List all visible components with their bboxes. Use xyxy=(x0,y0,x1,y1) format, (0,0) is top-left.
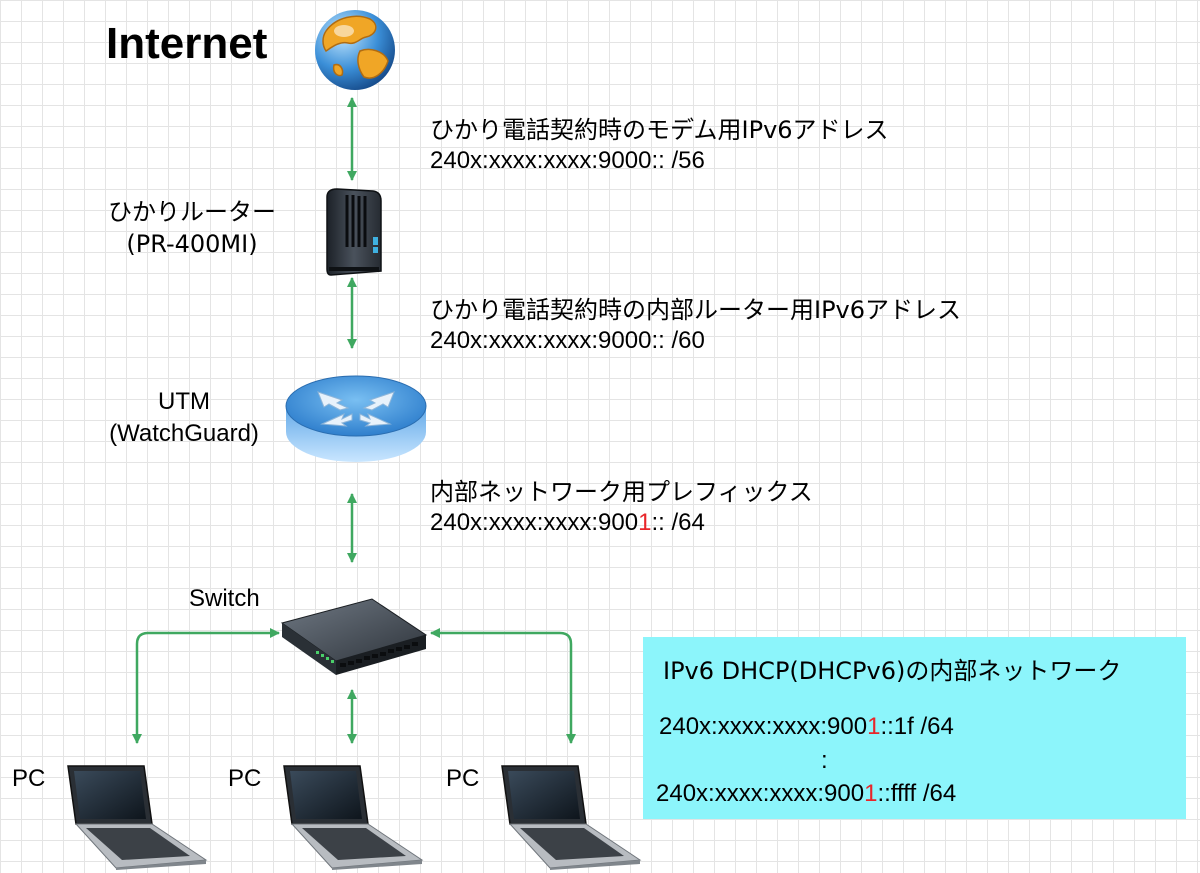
utm-label: UTM (WatchGuard) xyxy=(86,388,282,448)
annotation-address: 240x:xxxx:xxxx:9001:: /64 xyxy=(430,509,813,537)
router-address-annotation: ひかり電話契約時の内部ルーター用IPv6アドレス 240x:xxxx:xxxx:… xyxy=(430,296,961,355)
network-range-start: 240x:xxxx:xxxx:9001::1f /64 xyxy=(659,713,954,741)
router-model: (PR-400MI) xyxy=(126,230,258,258)
modem-address-annotation: ひかり電話契約時のモデム用IPv6アドレス 240x:xxxx:xxxx:900… xyxy=(430,116,889,175)
address-suffix-text: :: /64 xyxy=(651,509,705,536)
utm-name: UTM xyxy=(158,388,210,415)
router-name: ひかりルーター xyxy=(108,198,276,226)
range-suffix: ::ffff /64 xyxy=(877,780,957,807)
range-prefix: 240x:xxxx:xxxx:900 xyxy=(656,780,865,807)
annotation-title: 内部ネットワーク用プレフィックス xyxy=(430,478,813,506)
diagram-title: Internet xyxy=(106,19,268,68)
router-label: ひかりルーター (PR-400MI) xyxy=(86,198,298,258)
annotation-title: ひかり電話契約時の内部ルーター用IPv6アドレス xyxy=(430,296,962,324)
annotation-title: ひかり電話契約時のモデム用IPv6アドレス xyxy=(430,116,889,144)
annotation-address: 240x:xxxx:xxxx:9000:: /60 xyxy=(430,327,705,354)
link-switch-pc1 xyxy=(132,628,280,744)
network-title: IPv6 DHCP(DHCPv6)の内部ネットワーク xyxy=(663,657,1122,685)
laptop-icon xyxy=(283,765,424,870)
pc-label: PC xyxy=(228,765,262,792)
network-range-end: 240x:xxxx:xxxx:9001::ffff /64 xyxy=(656,780,956,808)
switch-icon xyxy=(280,598,428,675)
laptop-icon xyxy=(501,765,642,870)
switch-label: Switch xyxy=(189,585,260,612)
network-range-ellipsis: : xyxy=(821,747,828,774)
range-highlight: 1 xyxy=(867,713,881,740)
internal-network-box: IPv6 DHCP(DHCPv6)の内部ネットワーク 240x:xxxx:xxx… xyxy=(643,637,1186,819)
pc-label: PC xyxy=(12,765,46,792)
modem-icon xyxy=(326,188,382,276)
utm-model: (WatchGuard) xyxy=(109,420,259,447)
range-prefix: 240x:xxxx:xxxx:900 xyxy=(659,713,868,740)
annotation-address: 240x:xxxx:xxxx:9000:: /56 xyxy=(430,147,705,174)
laptop-icon xyxy=(67,765,208,870)
pc-label: PC xyxy=(446,765,480,792)
range-highlight: 1 xyxy=(864,780,878,807)
address-highlight: 1 xyxy=(638,509,652,536)
address-prefix-text: 240x:xxxx:xxxx:900 xyxy=(430,509,639,536)
prefix-annotation: 内部ネットワーク用プレフィックス 240x:xxxx:xxxx:9001:: /… xyxy=(430,478,813,537)
range-suffix: ::1f /64 xyxy=(880,713,954,740)
router-icon xyxy=(285,375,427,462)
globe-icon xyxy=(315,10,395,90)
link-switch-pc3 xyxy=(430,628,576,744)
